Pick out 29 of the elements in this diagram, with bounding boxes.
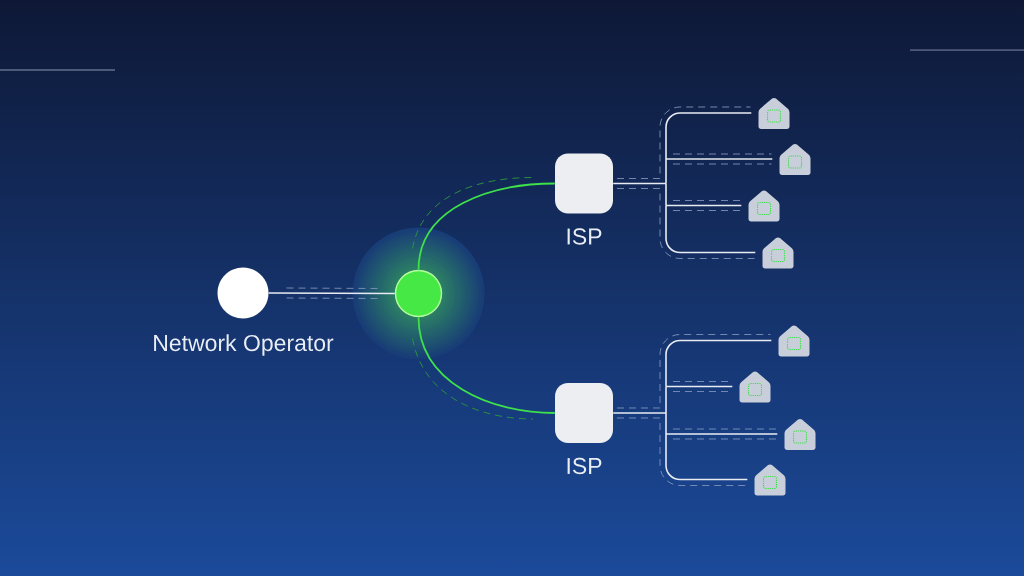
connector-line [665, 339, 773, 388]
house-icon [739, 371, 771, 403]
connector-line [612, 412, 667, 414]
house-icon [784, 418, 816, 450]
connector-line [665, 433, 779, 435]
connector-line [665, 204, 757, 254]
connector-line [665, 385, 667, 414]
circle-node [394, 269, 443, 318]
house-icon [779, 143, 811, 175]
node-label: ISP [567, 228, 602, 245]
connector-line [665, 385, 734, 388]
connector-line [665, 158, 774, 160]
connector-line [665, 112, 753, 160]
curved-line [417, 182, 556, 271]
connector-line [665, 412, 667, 435]
house-icon [778, 325, 810, 357]
node-label: ISP [567, 457, 602, 475]
curved-line [417, 316, 556, 414]
house-icon [748, 190, 780, 222]
house-icon [758, 97, 790, 129]
connector-line [665, 182, 667, 207]
connector-line [665, 204, 743, 207]
connector-line [665, 433, 749, 481]
house-icon [762, 237, 794, 269]
connector-line [665, 158, 667, 185]
connector-line [267, 292, 396, 295]
node-label: Network Operator [154, 334, 334, 356]
house-icon [754, 464, 786, 496]
connector-line [612, 182, 667, 185]
